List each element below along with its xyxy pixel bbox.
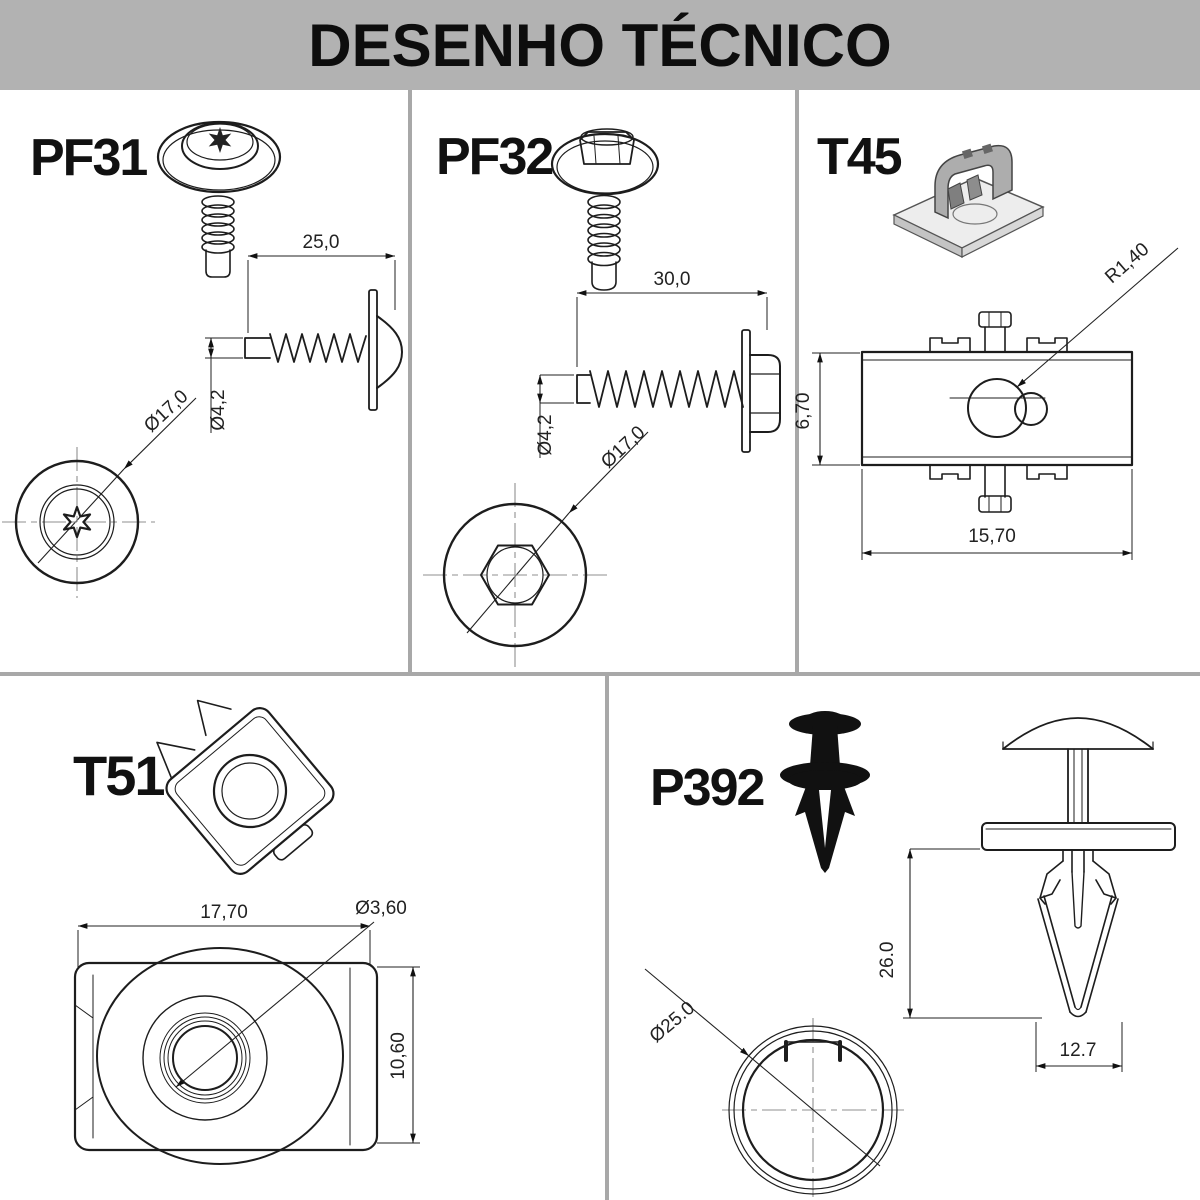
p392-photo-silhouette (780, 711, 870, 873)
title-banner: DESENHO TÉCNICO (0, 0, 1200, 90)
pf32-dim-head: Ø17,0 (597, 422, 649, 473)
pf31-bottom-view (2, 447, 155, 598)
panel-pf31: 25,0 Ø4,2 Ø17,0 (2, 120, 403, 598)
pf31-dim-length: 25,0 (303, 232, 340, 253)
pf31-front-view (156, 120, 282, 278)
p392-dim-head: Ø25.0 (646, 998, 699, 1047)
t45-top-view: R1,40 6,70 15,70 (793, 239, 1179, 560)
pf32-side-view: 30,0 Ø4,2 Ø17,0 (466, 269, 781, 634)
pf31-side-view: 25,0 Ø4,2 Ø17,0 (37, 232, 403, 564)
pf32-dim-length: 30,0 (654, 269, 691, 290)
pf32-dim-shank: Ø4,2 (535, 414, 556, 455)
p392-dim-length: 26.0 (877, 942, 898, 979)
t51-dim-width: 17,70 (200, 902, 248, 923)
t51-top-view: 17,70 Ø3,60 10,60 (73, 898, 420, 1165)
t51-dim-height: 10,60 (388, 1032, 409, 1080)
divider-vertical-2 (795, 90, 799, 674)
t45-dim-height: 6,70 (793, 393, 814, 430)
divider-vertical-1 (408, 90, 412, 674)
part-label-pf31: PF31 (30, 129, 148, 187)
divider-vertical-3 (605, 676, 609, 1200)
part-label-p392: P392 (650, 759, 765, 817)
pf32-front-view (550, 128, 660, 291)
panel-t45: R1,40 6,70 15,70 (793, 143, 1179, 560)
pf31-dim-head: Ø17,0 (140, 386, 192, 437)
t51-dim-hole: Ø3,60 (355, 898, 407, 919)
page-title: DESENHO TÉCNICO (308, 11, 892, 79)
torx-recess-icon (208, 127, 232, 153)
t45-dim-radius: R1,40 (1101, 239, 1153, 288)
p392-top-view: Ø25.0 (644, 968, 904, 1197)
panel-pf32: 30,0 Ø4,2 Ø17,0 (423, 128, 781, 668)
panel-t51: 17,70 Ø3,60 10,60 (73, 699, 420, 1165)
part-label-pf32: PF32 (436, 128, 554, 186)
t45-dim-width: 15,70 (968, 526, 1016, 547)
pf31-dim-shank: Ø4,2 (208, 389, 229, 430)
pf32-bottom-view (423, 483, 610, 668)
hex-recess-icon (480, 544, 550, 606)
t51-angled-view (156, 699, 335, 875)
p392-side-view: 26.0 12.7 (877, 717, 1176, 1072)
part-label-t51: T51 (73, 744, 165, 807)
p392-dim-leg: 12.7 (1060, 1040, 1097, 1061)
panel-p392: 26.0 12.7 Ø25.0 (644, 711, 1176, 1197)
torx-recess-icon (62, 505, 92, 539)
part-label-t45: T45 (817, 128, 903, 186)
divider-horizontal (0, 672, 1200, 676)
t45-isometric-view (892, 143, 1045, 258)
